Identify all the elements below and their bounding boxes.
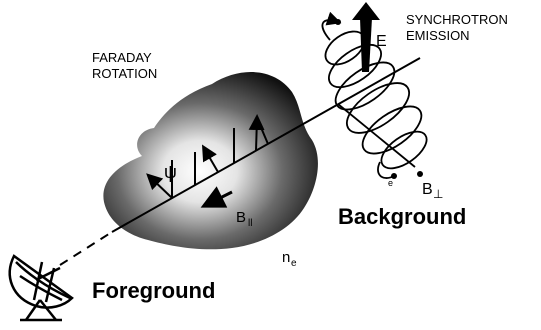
electron-density-subscript: e	[291, 258, 297, 269]
radio-telescope-icon	[8, 254, 74, 322]
electric-field-arrowhead	[352, 2, 380, 20]
foreground-label: Foreground	[92, 278, 215, 303]
electron-dot-lower	[391, 173, 397, 179]
faraday-label: FARADAY	[92, 50, 152, 65]
emission-label: EMISSION	[406, 28, 470, 43]
background-label: Background	[338, 204, 466, 229]
polarization-vectors	[146, 114, 269, 199]
b-perp-label: B	[422, 181, 433, 198]
b-parallel-arrow	[200, 186, 233, 208]
electron-helix	[321, 11, 428, 179]
b-parallel-label: B	[236, 209, 246, 226]
electron-density-label: n	[282, 249, 290, 266]
line-of-sight	[111, 57, 421, 233]
electron-dot-upper	[335, 19, 341, 25]
electron-dot-field	[417, 171, 423, 177]
electron-label: e	[388, 178, 393, 188]
electric-field-arrow	[360, 18, 372, 72]
rotation-label: ROTATION	[92, 66, 157, 81]
electric-field-label: E	[376, 33, 387, 50]
b-parallel-subscript: ll	[248, 218, 252, 229]
psi-label: ψ	[164, 162, 177, 182]
line-of-sight-dashed	[59, 231, 113, 266]
synchrotron-label: SYNCHROTRON	[406, 12, 508, 27]
b-perp-subscript: ⊥	[433, 187, 443, 201]
